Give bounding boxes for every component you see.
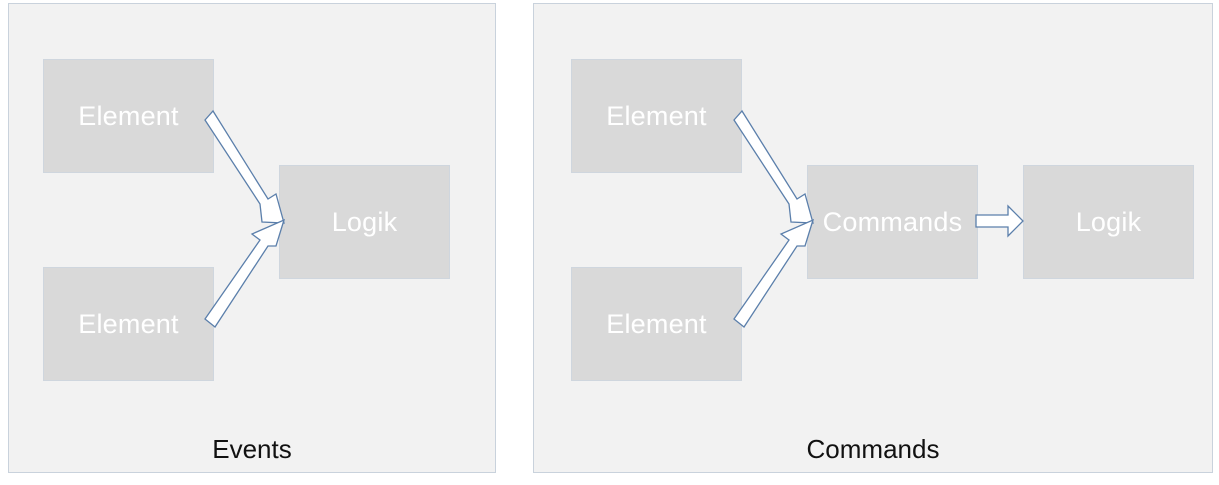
element-box-top: Element <box>571 59 742 173</box>
commands-box: Commands <box>807 165 978 279</box>
commands-panel: Element Element Commands Logik Commands <box>533 3 1213 473</box>
panel-caption: Events <box>212 434 292 464</box>
logic-box: Logik <box>279 165 450 279</box>
logic-box: Logik <box>1023 165 1194 279</box>
panel-caption: Commands <box>806 434 940 464</box>
element-box-top: Element <box>43 59 214 173</box>
element-box-bottom: Element <box>43 267 214 381</box>
events-panel: Element Element Logik Events <box>8 3 496 473</box>
element-box-bottom: Element <box>571 267 742 381</box>
